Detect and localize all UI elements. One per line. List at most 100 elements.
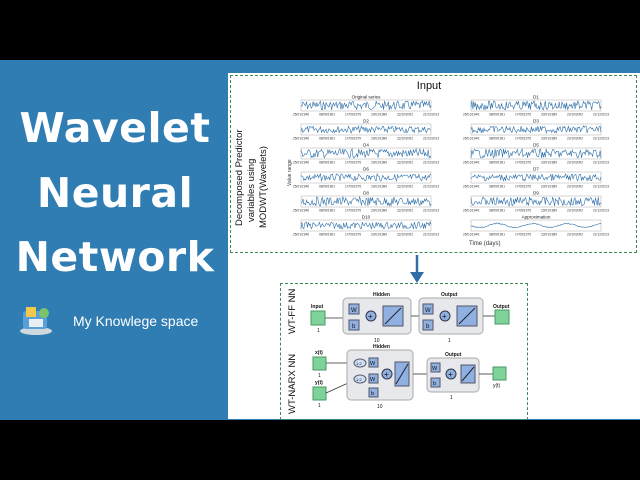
left-panel-5-tick-2: 17/05/1975 [345,233,361,237]
right-panel-4-tick-5: 21/12/2013 [593,209,609,213]
ff-hidden-b: b [352,324,356,330]
left-panel-label-1: D2 [363,119,369,124]
right-panel-label-2: D5 [533,143,539,148]
left-panel-4-tick-0: 25/01/1946 [293,209,309,213]
left-panel-0-tick-4: 22/10/2002 [397,113,413,117]
ff-hidden-label: Hidden [373,292,390,298]
narx-x-size: 1 [318,373,321,379]
svg-text:+: + [384,370,389,379]
left-panel-frame-1 [300,123,432,136]
title-line-2: Neural [36,169,194,217]
right-panel-2-tick-1: 08/09/1961 [489,161,505,165]
right-panel-frame-2 [470,147,602,160]
left-panel-0-tick-1: 08/09/1961 [319,113,335,117]
narx-hidden-w2: W [370,377,376,383]
narx-x-input-block [312,356,327,371]
right-panel-2-tick-2: 17/05/1975 [515,161,531,165]
ff-output-block [494,309,510,325]
narx-y-input-label: y(t) [315,380,323,386]
left-panel-5-tick-0: 25/01/1946 [293,233,309,237]
left-panel-1-tick-2: 17/05/1975 [345,137,361,141]
right-panel-0-tick-3: 23/01/1989 [541,113,557,117]
narx-y-input-block [312,386,327,401]
left-panel-1-tick-3: 23/01/1989 [371,137,387,141]
left-panel-5-tick-5: 21/12/2013 [423,233,439,237]
narx-output-b: b [433,381,436,387]
narx-output-name: y(t) [493,383,501,389]
right-panel-0-tick-0: 25/01/1946 [463,113,479,117]
left-panel-1-tick-0: 25/01/1946 [293,137,309,141]
left-panel-3-tick-1: 08/09/1961 [319,185,335,189]
network-diagrams: WT-FF NN Input 1 Hidden W b + 10 Output … [287,288,510,414]
right-panel-1-tick-4: 22/10/2002 [567,137,583,141]
narx-delay-2: 1:2 [356,377,362,382]
right-panel-5-tick-0: 25/01/1946 [463,233,479,237]
right-panel-signal-3 [470,173,602,182]
right-panel-5-tick-5: 21/12/2013 [593,233,609,237]
right-panel-3-tick-5: 21/12/2013 [593,185,609,189]
left-panel-2-tick-4: 22/10/2002 [397,161,413,165]
right-panel-4-tick-0: 25/01/1946 [463,209,479,213]
narx-output-block [492,366,507,381]
ff-output-block-label: Output [493,304,510,310]
narx-output-size: 1 [450,395,453,401]
left-panel-signal-1 [300,125,432,134]
right-panel-1-tick-2: 17/05/1975 [515,137,531,141]
x-axis-label: Time (days) [469,241,500,247]
right-panel-5-tick-4: 22/10/2002 [567,233,583,237]
series-panels: Original series 25/01/1946 08/09/1961 17/05… [293,95,609,237]
left-panel-4-tick-4: 22/10/2002 [397,209,413,213]
ff-input-label: Input [311,304,324,310]
right-panel-1-tick-1: 08/09/1961 [489,137,505,141]
right-panel-label-5: Approximation [522,215,551,220]
narx-output-label: Output [445,352,462,358]
ff-output-size: 1 [448,338,451,344]
left-panel-label-0: Original series [352,95,382,100]
left-panel-4-tick-2: 17/05/1975 [345,209,361,213]
right-panel-label-0: D1 [533,95,539,100]
narx-hidden-w1: W [370,361,376,367]
right-panel-signal-0 [470,99,602,111]
ff-output-b: b [426,324,430,330]
narx-hidden-b: b [371,391,374,397]
left-panel-1-tick-1: 08/09/1961 [319,137,335,141]
left-panel-3-tick-4: 22/10/2002 [397,185,413,189]
right-panel-2-tick-4: 22/10/2002 [567,161,583,165]
left-panel-4-tick-5: 21/12/2013 [423,209,439,213]
left-panel-label-5: D10 [362,215,371,220]
right-panel-1-tick-3: 23/01/1989 [541,137,557,141]
right-panel-label-4: D9 [533,191,539,196]
left-panel-2-tick-2: 17/05/1975 [345,161,361,165]
title-line-1: Wavelet [19,104,211,152]
left-panel-frame-5 [300,219,432,232]
side-label-line-3: MODWT(Wavelets) [258,146,269,228]
right-panel-signal-5 [470,222,602,229]
network-section: WT-FF NN Input 1 Hidden W b + 10 Output … [280,283,528,420]
left-panel-0-tick-2: 17/05/1975 [345,113,361,117]
right-panel-0-tick-4: 22/10/2002 [567,113,583,117]
left-panel-frame-2 [300,147,432,160]
right-panel-3-tick-1: 08/09/1961 [489,185,505,189]
left-panel-0-tick-5: 21/12/2013 [423,113,439,117]
left-panel-1-tick-5: 21/12/2013 [423,137,439,141]
right-panel-frame-4 [470,195,602,208]
ff-label: WT-FF NN [287,288,298,334]
ff-output-label: Output [441,292,458,298]
left-panel-0-tick-0: 25/01/1946 [293,113,309,117]
right-panel-1-tick-5: 21/12/2013 [593,137,609,141]
left-panel-frame-4 [300,195,432,208]
narx-delay-1: 1:2 [356,361,362,366]
narx-output-w: W [432,366,438,372]
right-panel-4-tick-3: 23/01/1989 [541,209,557,213]
y-axis-label: Value range [287,159,293,186]
right-panel-5-tick-3: 23/01/1989 [541,233,557,237]
ff-output-w: W [425,308,431,314]
right-panel-3-tick-0: 25/01/1946 [463,185,479,189]
right-panel-signal-2 [470,148,602,159]
left-panel-3-tick-5: 21/12/2013 [423,185,439,189]
right-panel-5-tick-1: 08/09/1961 [489,233,505,237]
svg-text:+: + [368,312,373,321]
right-panel-signal-1 [470,125,602,134]
narx-x-input-label: x(t) [315,350,323,356]
right-panel-label-1: D3 [533,119,539,124]
